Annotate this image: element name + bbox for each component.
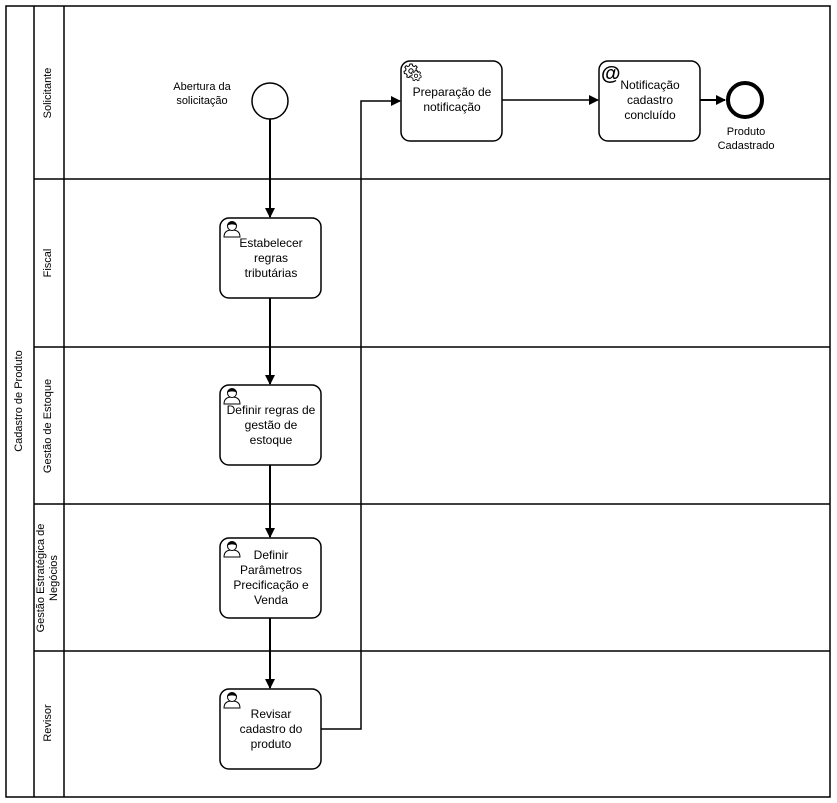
task-t4[interactable] (219, 688, 322, 770)
end-event[interactable] (726, 81, 764, 119)
task-t1-label: Estabelecer regras tributárias (239, 235, 303, 280)
task-t3-label: Definir Parâmetros Precificação e Venda (233, 548, 309, 607)
lane-label-solicitante: Solicitante (42, 67, 54, 119)
lane-label-estoque: Gestão de Estoque (42, 378, 54, 474)
at-sign-icon: @ (601, 63, 621, 85)
pool-border (5, 5, 831, 798)
user-icon (223, 221, 241, 238)
flow-t4-t5 (321, 96, 401, 730)
start-event-label: Abertura da solicitação (173, 81, 231, 107)
lane-label-fiscal: Fiscal (42, 248, 54, 278)
end-event-label: Produto Cadastrado (717, 126, 775, 152)
user-icon (223, 541, 241, 558)
task-t2-label: Definir regras de gestão de estoque (226, 402, 316, 447)
task-t5-label: Preparação de notificação (412, 85, 492, 114)
task-t1[interactable] (219, 217, 322, 299)
task-t4-label: Revisar cadastro do produto (239, 706, 303, 751)
user-icon (223, 692, 241, 709)
lane-label-estrategica: Gestão Estratégica de Negócios (35, 523, 60, 633)
task-t6[interactable] (598, 60, 701, 142)
gear-icon (403, 63, 422, 82)
pool-label: Cadastro de Produto (13, 350, 25, 452)
task-t5[interactable] (400, 60, 503, 142)
task-t6-label: Notificação cadastro concluído (620, 77, 680, 122)
user-icon (223, 388, 241, 405)
task-t2[interactable] (219, 384, 322, 466)
lane-label-revisor: Revisor (42, 704, 54, 742)
task-t3[interactable] (219, 537, 322, 619)
start-event[interactable] (251, 82, 289, 120)
